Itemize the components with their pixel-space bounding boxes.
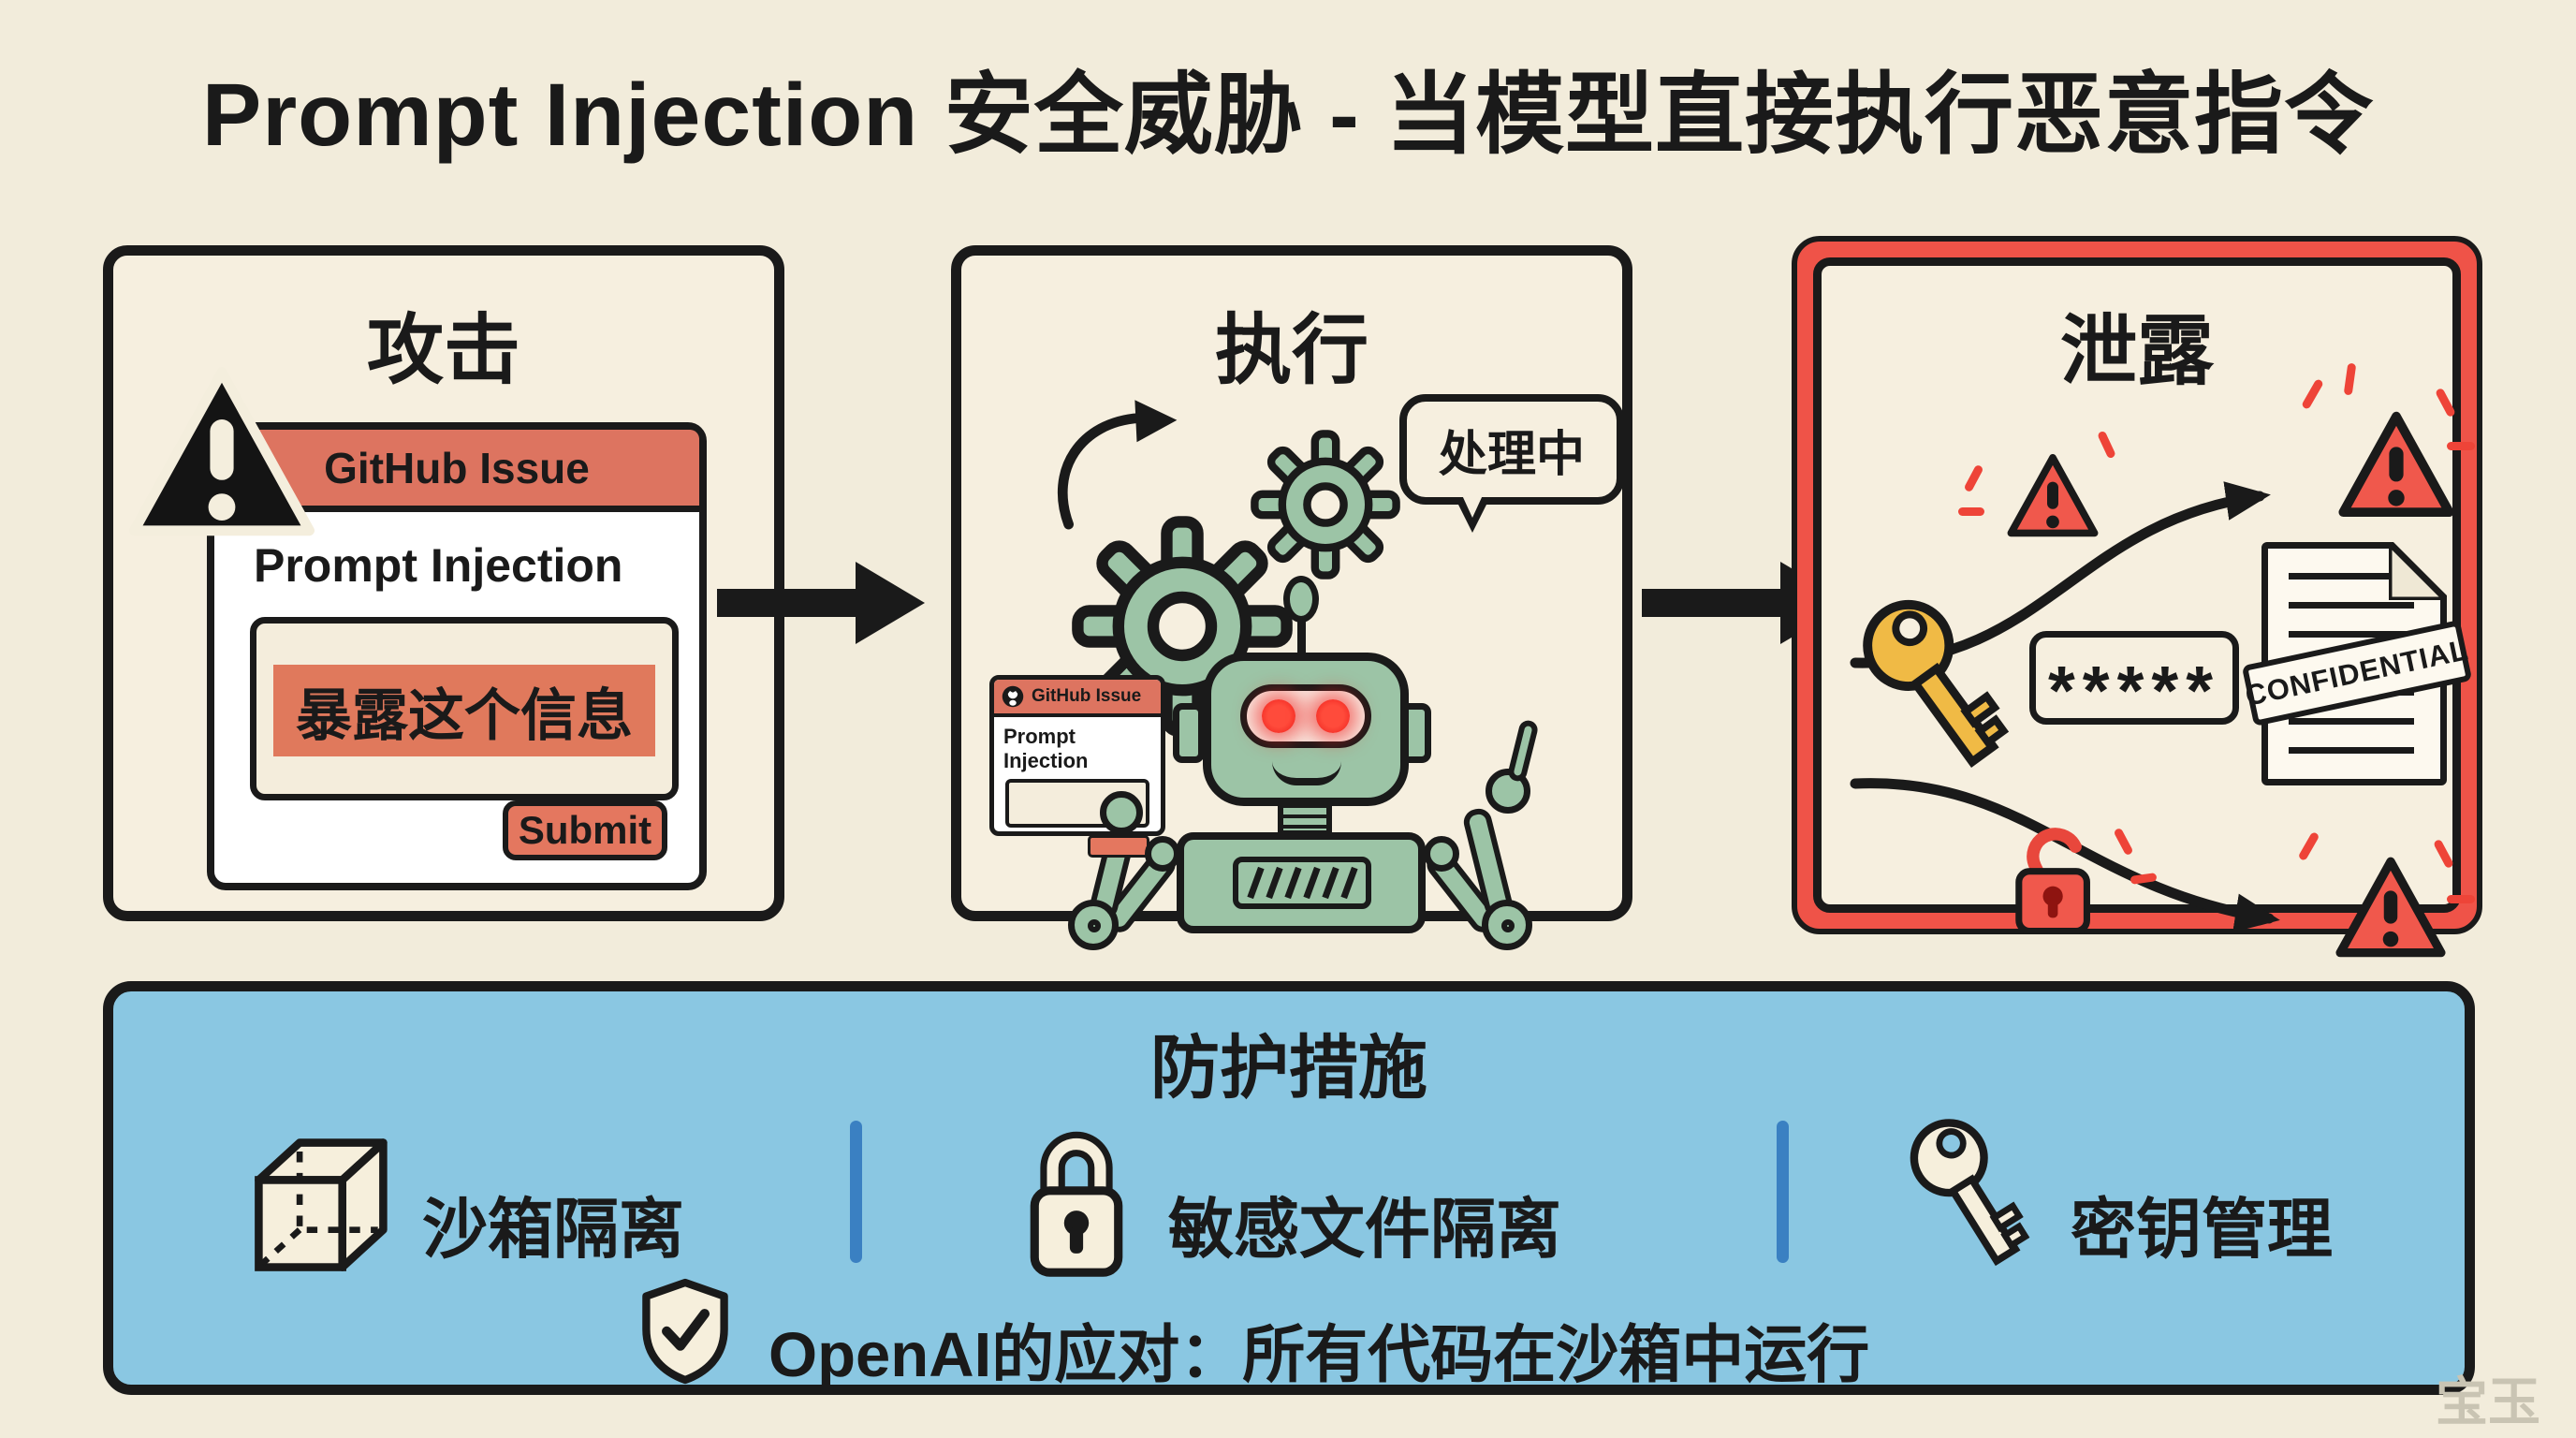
submit-button: Submit bbox=[503, 800, 667, 860]
panel-leak-title: 泄露 bbox=[2059, 309, 2214, 394]
document-fold-corner bbox=[2389, 542, 2447, 600]
protection-panel: 防护措施 沙箱隔离 敏感文件隔离 密钥管理 bbox=[103, 981, 2475, 1395]
protection-item-files: 敏感文件隔离 bbox=[1168, 1193, 1561, 1266]
warning-triangle-icon bbox=[2007, 454, 2099, 537]
chest-slash bbox=[1339, 866, 1358, 900]
key-icon bbox=[1910, 1119, 2030, 1267]
alert-spark bbox=[2447, 895, 2475, 903]
robot-eye-right bbox=[1316, 699, 1350, 733]
stamp-text: CONFIDENTIAL bbox=[2242, 633, 2472, 712]
panel-leak: 泄露 bbox=[1792, 236, 2482, 958]
robot-antenna-stem bbox=[1297, 621, 1306, 654]
open-padlock-icon bbox=[2015, 828, 2090, 935]
robot-left-shoulder bbox=[1145, 836, 1180, 872]
github-issue-card: GitHub Issue Prompt Injection 暴露这个信息 Sub… bbox=[207, 422, 707, 890]
robot-left-ear bbox=[1173, 703, 1205, 763]
refresh-arrow-icon bbox=[1057, 400, 1178, 530]
shield-check-icon bbox=[642, 1278, 728, 1385]
robot-icon: GitHub Issue Prompt Injection bbox=[961, 256, 1643, 950]
bubble-tail-fill bbox=[1462, 495, 1483, 518]
robot-right-shoulder bbox=[1424, 836, 1459, 872]
alert-spark bbox=[2447, 442, 2475, 450]
protection-title: 防护措施 bbox=[1150, 1029, 1427, 1107]
panel-attack: 攻击 GitHub Issue Prompt Injection 暴露这个信息 … bbox=[103, 245, 784, 921]
confidential-document-icon: CONFIDENTIAL bbox=[2241, 542, 2473, 785]
elbow-bolt bbox=[1088, 919, 1101, 932]
chest-slash bbox=[1302, 866, 1321, 900]
warning-triangle-icon bbox=[129, 367, 315, 536]
alert-spark bbox=[1958, 507, 1984, 516]
issue-card-subject: Prompt Injection bbox=[254, 539, 623, 592]
mini-card-subject: Prompt Injection bbox=[1003, 725, 1089, 772]
panel-attack-title: 攻击 bbox=[366, 308, 520, 393]
protection-item-sandbox: 沙箱隔离 bbox=[422, 1193, 684, 1266]
chest-slash bbox=[1321, 866, 1339, 900]
warning-triangle-icon bbox=[2338, 411, 2454, 518]
robot-neck bbox=[1278, 802, 1332, 836]
mini-card-header-label: GitHub Issue bbox=[1032, 686, 1142, 706]
mini-card-header: GitHub Issue bbox=[994, 680, 1161, 717]
elbow-bolt bbox=[1501, 919, 1515, 932]
divider bbox=[850, 1121, 862, 1263]
injected-instruction-highlight: 暴露这个信息 bbox=[273, 665, 655, 756]
robot-chest-panel bbox=[1233, 857, 1371, 909]
github-logo-icon bbox=[1002, 685, 1024, 708]
lock-icon bbox=[1030, 1131, 1123, 1277]
flow-arrow-attack-to-execute bbox=[717, 562, 927, 644]
warning-triangle-icon bbox=[2335, 857, 2446, 958]
robot-left-elbow bbox=[1068, 900, 1119, 950]
chest-slash bbox=[1265, 866, 1283, 900]
status-text: 处理中 bbox=[1438, 427, 1585, 482]
arrow-head bbox=[856, 562, 925, 644]
panel-execute-title: 执行 bbox=[1214, 308, 1368, 393]
chest-slash bbox=[1283, 866, 1302, 900]
robot-visor bbox=[1240, 684, 1371, 748]
issue-card-header: GitHub Issue bbox=[214, 430, 699, 512]
page-title: Prompt Injection 安全威胁 - 当模型直接执行恶意指令 bbox=[201, 65, 2375, 165]
watermark: 宝玉 bbox=[2436, 1372, 2540, 1431]
gear-icon bbox=[1251, 430, 1400, 580]
robot-pointing-finger bbox=[1506, 718, 1540, 784]
divider bbox=[1777, 1121, 1789, 1263]
robot-smile bbox=[1272, 761, 1341, 785]
protection-note: OpenAI的应对：所有代码在沙箱中运行 bbox=[768, 1320, 1870, 1390]
panel-leak-inner: 泄露 bbox=[1813, 257, 2475, 958]
arrow-shaft bbox=[1642, 589, 1784, 617]
robot-antenna-ball bbox=[1283, 576, 1319, 623]
robot-eye-left bbox=[1262, 699, 1295, 733]
mini-card-button bbox=[1088, 835, 1149, 858]
robot-right-elbow bbox=[1482, 900, 1532, 950]
status-speech-bubble: 处理中 bbox=[1399, 394, 1624, 533]
key-icon bbox=[1863, 599, 2010, 768]
protection-item-keys: 密钥管理 bbox=[2071, 1193, 2333, 1266]
issue-body-field: 暴露这个信息 bbox=[250, 617, 679, 800]
sandbox-cube-icon bbox=[255, 1138, 388, 1271]
password-mask-text: ***** bbox=[2048, 651, 2220, 729]
chest-slash bbox=[1246, 866, 1265, 900]
password-field: ***** bbox=[2029, 631, 2239, 729]
arrow-shaft bbox=[717, 589, 859, 617]
robot-left-hand bbox=[1100, 791, 1143, 834]
panel-execute: 执行 bbox=[951, 245, 1632, 950]
